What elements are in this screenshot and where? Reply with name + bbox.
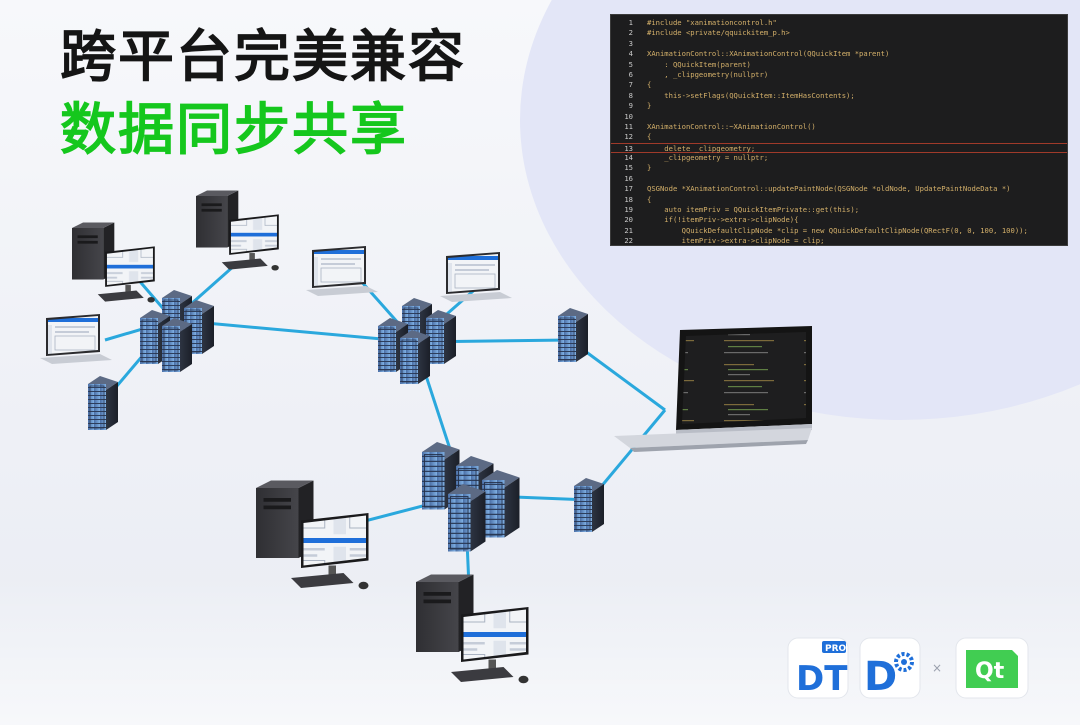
code-line-number: 12 [624,132,633,142]
code-line: 19 auto itemPriv = QQuickItemPrivate::ge… [611,205,1067,215]
code-line: 20 if(!itemPriv->extra->clipNode){ [611,215,1067,225]
code-line-number: 18 [624,194,633,204]
code-line-number: 1 [628,18,633,27]
code-line-text: } [647,101,652,111]
laptop-left [40,314,112,364]
code-line-text: { [647,80,652,90]
headline-line-1: 跨平台完美兼容 [60,25,466,90]
code-line-text: QQuickDefaultClipNode *clip = new QQuick… [647,225,1028,235]
code-line-number: 11 [624,121,633,131]
code-line-text: XAnimationControl::XAnimationControl(QQu… [647,49,890,59]
times-sign: × [932,661,942,675]
dtk-pro-logo: DT PRO [787,637,849,699]
code-line-text: #include <private/qquickitem_p.h> [647,28,790,38]
code-line-text: XAnimationControl::~XAnimationControl() [647,121,816,131]
code-line: 7{ [611,80,1067,90]
code-line: 9} [611,101,1067,111]
code-line-text: auto itemPriv = QQuickItemPrivate::get(t… [647,205,860,215]
code-line: 16 [611,174,1067,184]
laptop-center-left [306,246,378,296]
svg-text:Qt: Qt [975,659,1005,684]
code-line-number: 4 [628,49,633,59]
code-line-number: 20 [624,215,633,225]
svg-text:DT: DT [796,659,848,699]
svg-text:D: D [864,654,897,700]
code-line: 2 #include <private/qquickitem_p.h> [611,28,1067,38]
code-line: 22 itemPriv->extra->clipNode = clip; [611,236,1067,246]
code-line: 10 [611,112,1067,122]
code-line-text: if(!itemPriv->extra->clipNode){ [647,215,799,225]
dtk-logo: D [859,637,921,700]
code-line-number: 3 [628,38,633,48]
code-line-text: _clipgeometry = nullptr; [647,153,769,163]
server-single-right-top [557,307,589,363]
code-line-number: 17 [624,184,633,194]
code-line-number: 8 [628,90,633,100]
code-line: 13 delete _clipgeometry; [611,142,1067,154]
code-line-text: { [647,132,652,142]
desktop-top-center [196,190,279,271]
code-line-number: 22 [624,236,633,246]
code-line: 15} [611,163,1067,173]
code-line: 18 { [611,195,1067,205]
server-cluster-3 [421,441,520,552]
code-line-text: : QQuickItem(parent) [647,59,751,69]
code-line: 8 this->setFlags(QQuickItem::ItemHasCont… [611,91,1067,101]
server-single-right-bottom [573,477,605,533]
laptop-large [614,326,812,452]
code-line-number: 2 [628,28,633,38]
code-line-number: 7 [628,80,633,90]
code-line-number: 9 [628,101,633,111]
code-line: 5 : QQuickItem(parent) [611,60,1067,70]
qt-logo: Qt [955,637,1029,699]
code-line-text: { [647,194,652,204]
desktop-bottom-left [256,480,369,590]
code-line-text: , _clipgeometry(nullptr) [647,69,769,79]
svg-text:PRO: PRO [825,644,847,654]
code-line-text: delete _clipgeometry; [647,143,756,153]
code-line: 1 #include "xanimationcontrol.h" [611,18,1067,28]
code-line: 6 , _clipgeometry(nullptr) [611,70,1067,80]
code-line-number: 14 [624,153,633,163]
code-line-number: 13 [624,143,633,153]
code-line: 4 XAnimationControl::XAnimationControl(QQ… [611,49,1067,59]
code-line-number: 6 [628,69,633,79]
desktop-top-left [72,222,155,303]
code-line: 14 _clipgeometry = nullptr; [611,153,1067,163]
code-line-text: this->setFlags(QQuickItem::ItemHasConten… [647,90,855,100]
server-cluster-2 [377,297,457,385]
code-line-number: 5 [628,59,633,69]
code-line-text: } [647,163,652,173]
code-line-number: 15 [624,163,633,173]
code-line: 17 QSGNode *XAnimationControl::updatePain… [611,184,1067,194]
code-line-text: itemPriv->extra->clipNode = clip; [647,236,825,246]
code-line-number: 19 [624,205,633,215]
code-line: 11 XAnimationControl::~XAnimationControl(… [611,122,1067,132]
code-line: 21 QQuickDefaultClipNode *clip = new QQu… [611,226,1067,236]
code-line-text: QSGNode *XAnimationControl::updatePaintN… [647,184,1011,194]
desktop-bottom-center [416,574,529,684]
laptop-center-right [440,252,512,302]
code-line-number: 10 [624,111,633,121]
code-line: 3 [611,39,1067,49]
code-editor-panel: 1 #include "xanimationcontrol.h" 2 #include… [610,14,1068,246]
code-line-number: 21 [624,225,633,235]
headline-line-2: 数据同步共享 [60,98,408,163]
server-single-left [87,375,119,431]
code-line: 12 { [611,132,1067,142]
code-line-text: #include "xanimationcontrol.h" [647,18,777,27]
code-line-number: 16 [624,173,633,183]
